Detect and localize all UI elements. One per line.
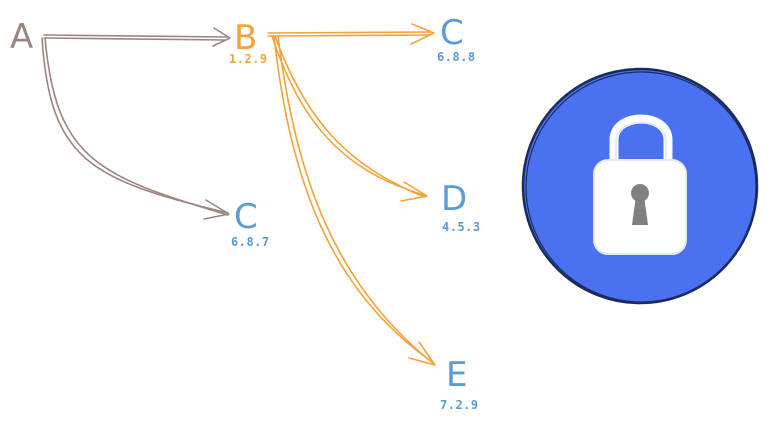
node-c-top-version: 6.8.8 (437, 50, 476, 64)
node-e-version: 7.2.9 (440, 398, 479, 412)
padlock-icon (521, 67, 759, 305)
edge-b-to-c-688 (267, 23, 435, 45)
node-c-top-label: C (440, 13, 464, 53)
node-b-label: B (234, 18, 257, 58)
node-b-version: 1.2.9 (229, 52, 268, 66)
edge-a-to-c-687 (41, 37, 230, 220)
edge-b-to-d (271, 35, 428, 202)
node-c-low-label: C (234, 197, 258, 237)
node-d-version: 4.5.3 (442, 220, 481, 234)
node-c-low-version: 6.8.7 (231, 235, 270, 249)
edge-a-to-b (43, 27, 231, 47)
edge-b-to-e (273, 35, 436, 366)
node-a-label: A (10, 17, 33, 57)
node-e-label: E (446, 355, 467, 395)
node-d-label: D (441, 179, 467, 219)
